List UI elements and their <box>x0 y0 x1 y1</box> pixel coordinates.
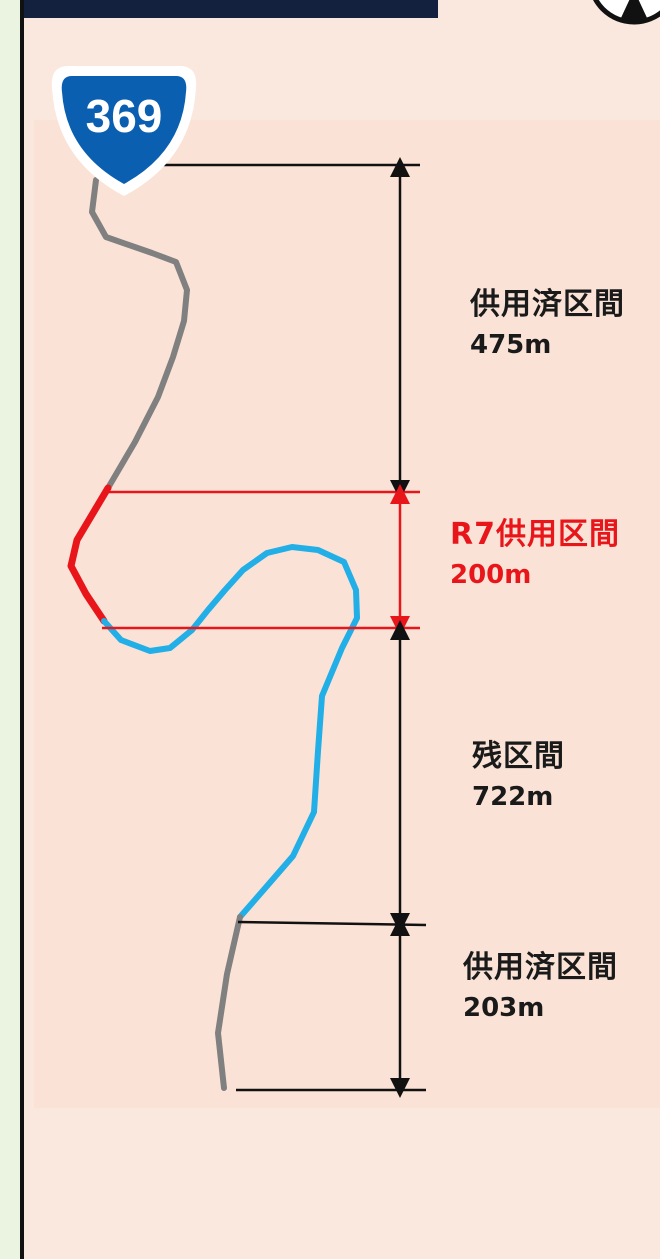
left-border-line <box>20 0 24 1259</box>
road-opened-north <box>89 177 190 491</box>
compass-icon <box>593 0 660 25</box>
route-number: 369 <box>86 90 163 142</box>
section-distance: 203m <box>463 993 545 1023</box>
section-label-opened-south: 供用済区間 203m <box>463 948 618 1028</box>
left-margin-strip <box>0 0 20 1259</box>
section-name: R7供用区間 <box>450 517 620 552</box>
section-distance: 722m <box>472 782 554 812</box>
section-distance: 475m <box>470 330 552 360</box>
road-remaining-section <box>101 544 360 920</box>
section-distance: 200m <box>450 560 532 590</box>
section-label-r7: R7供用区間 200m <box>450 515 620 595</box>
section-name: 残区間 <box>472 739 565 774</box>
section-label-opened-north: 供用済区間 475m <box>470 285 625 365</box>
route-shield: 369 <box>51 66 197 196</box>
section-name: 供用済区間 <box>470 287 625 322</box>
top-header-bar <box>24 0 438 18</box>
section-name: 供用済区間 <box>463 950 618 985</box>
road-opened-south <box>215 914 243 1091</box>
road-r7-section <box>67 484 112 625</box>
boundary-line-remaining-end <box>237 920 427 927</box>
section-label-remaining: 残区間 722m <box>472 737 565 817</box>
diagram-panel <box>34 120 660 1108</box>
